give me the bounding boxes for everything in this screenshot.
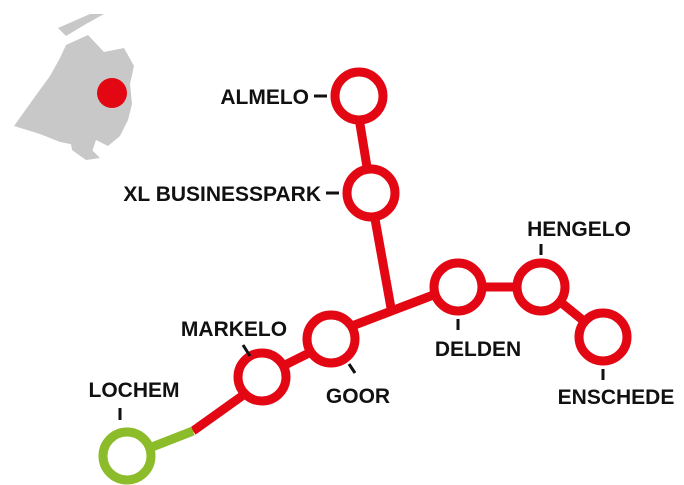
label-enschede: ENSCHEDE: [558, 386, 675, 409]
location-marker: [97, 78, 127, 108]
label-ticks: [118, 94, 605, 420]
netherlands-outline-main: [14, 35, 134, 158]
station-delden[interactable]: [429, 258, 487, 316]
station-almelo[interactable]: [330, 67, 388, 125]
label-xl-businesspark: XL BUSINESSPARK: [123, 183, 321, 206]
label-delden: DELDEN: [435, 338, 521, 361]
label-lochem: LOCHEM: [89, 379, 180, 402]
netherlands-inset-map: [14, 14, 134, 160]
line-xl-junction: [370, 218, 396, 309]
label-goor: GOOR: [326, 385, 390, 408]
label-markelo: MARKELO: [181, 318, 287, 341]
tick-markelo: [241, 344, 252, 357]
station-hengelo[interactable]: [512, 258, 570, 316]
line-markelo-lochem: [190, 392, 245, 435]
stations: [98, 67, 632, 485]
station-labels: ALMELO XL BUSINESSPARK HENGELO DELDEN MA…: [89, 86, 675, 409]
station-enschede[interactable]: [574, 308, 632, 366]
tick-goor: [347, 363, 357, 374]
netherlands-south: [70, 138, 100, 160]
line-lochem-extension: [150, 426, 195, 452]
station-goor[interactable]: [302, 310, 360, 368]
line-junction-delden: [350, 289, 438, 331]
label-almelo: ALMELO: [220, 86, 309, 109]
wadden-islands: [58, 14, 104, 36]
label-hengelo: HENGELO: [527, 218, 631, 241]
station-markelo[interactable]: [233, 348, 291, 406]
station-lochem[interactable]: [98, 427, 156, 485]
line-almelo-xl: [354, 117, 372, 168]
route-lines: [150, 117, 588, 452]
station-xl-businesspark[interactable]: [342, 164, 400, 222]
